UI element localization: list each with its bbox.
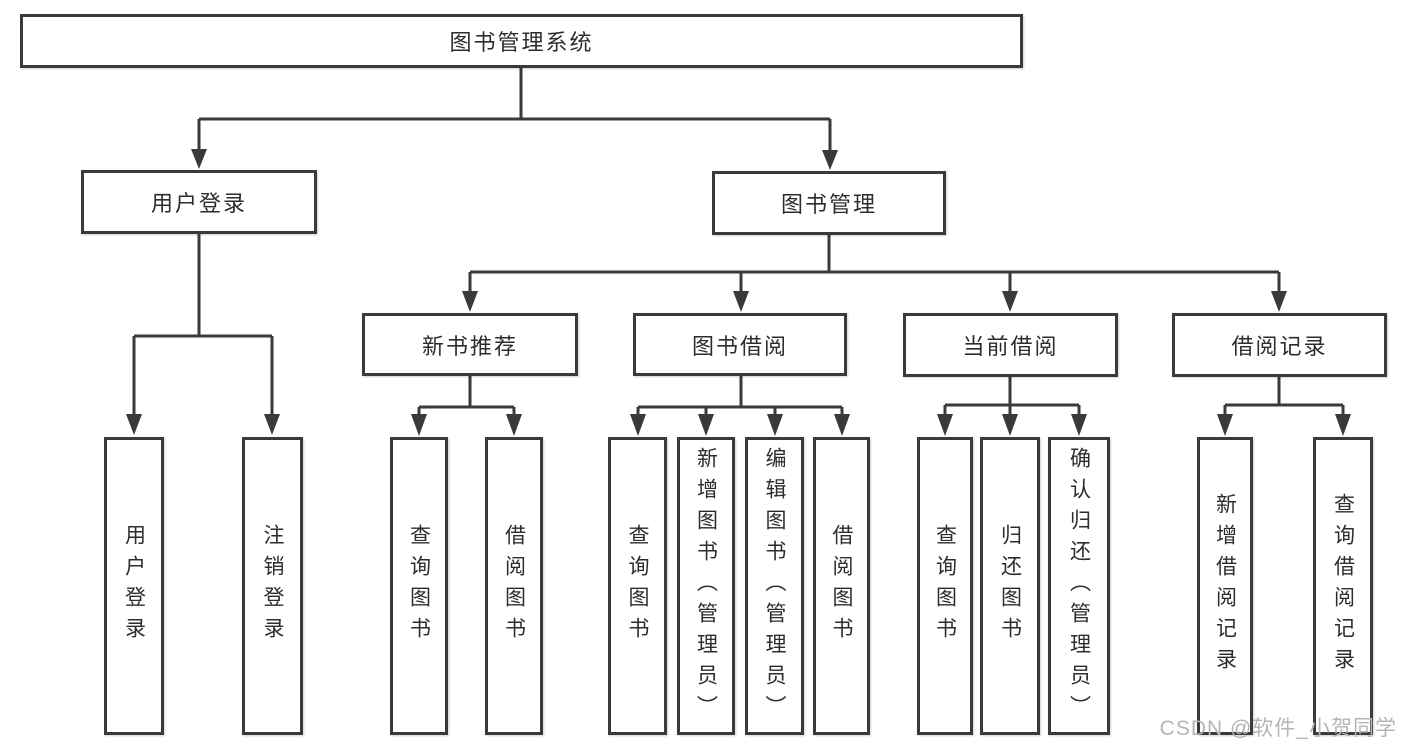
node-user-login: 用户登录 xyxy=(81,170,317,234)
leaf-query-books-borrowing: 查询图书 xyxy=(608,437,667,735)
leaf-logout-label: 注销登录 xyxy=(261,524,284,648)
leaf-edit-book-admin: 编辑图书（管理员） xyxy=(745,437,804,735)
leaf-add-book-admin: 新增图书（管理员） xyxy=(677,437,735,735)
node-book-borrowing: 图书借阅 xyxy=(633,313,847,376)
leaf-return-books-label: 归还图书 xyxy=(998,524,1022,648)
leaf-add-borrow-record-label: 新增借阅记录 xyxy=(1213,493,1237,679)
csdn-watermark: CSDN @软件_小贺同学 xyxy=(1159,717,1397,740)
node-library-management-system: 图书管理系统 xyxy=(20,14,1023,68)
leaf-borrow-books-borrowing: 借阅图书 xyxy=(813,437,870,735)
leaf-edit-book-admin-label: 编辑图书（管理员） xyxy=(763,446,786,726)
leaf-confirm-return-admin: 确认归还（管理员） xyxy=(1048,437,1110,735)
leaf-add-borrow-record: 新增借阅记录 xyxy=(1197,437,1253,735)
leaf-borrow-books-recommend-label: 借阅图书 xyxy=(502,524,526,648)
leaf-borrow-books-borrowing-label: 借阅图书 xyxy=(830,524,853,648)
leaf-query-books-current-label: 查询图书 xyxy=(933,524,957,648)
leaf-user-login-label: 用户登录 xyxy=(122,524,146,648)
leaf-query-books-recommend: 查询图书 xyxy=(390,437,448,735)
leaf-query-borrow-record: 查询借阅记录 xyxy=(1313,437,1373,735)
leaf-query-books-borrowing-label: 查询图书 xyxy=(626,524,649,648)
leaf-logout: 注销登录 xyxy=(242,437,303,735)
leaf-confirm-return-admin-label: 确认归还（管理员） xyxy=(1067,446,1091,726)
leaf-borrow-books-recommend: 借阅图书 xyxy=(485,437,543,735)
node-new-book-recommendation: 新书推荐 xyxy=(362,313,578,376)
leaf-add-book-admin-label: 新增图书（管理员） xyxy=(694,446,718,726)
leaf-user-login: 用户登录 xyxy=(104,437,164,735)
leaf-query-books-recommend-label: 查询图书 xyxy=(407,524,431,648)
node-book-management: 图书管理 xyxy=(712,171,946,235)
leaf-query-books-current: 查询图书 xyxy=(917,437,973,735)
leaf-return-books: 归还图书 xyxy=(980,437,1040,735)
node-borrowing-records: 借阅记录 xyxy=(1172,313,1387,377)
node-current-borrowing: 当前借阅 xyxy=(903,313,1118,377)
leaf-query-borrow-record-label: 查询借阅记录 xyxy=(1331,493,1355,679)
